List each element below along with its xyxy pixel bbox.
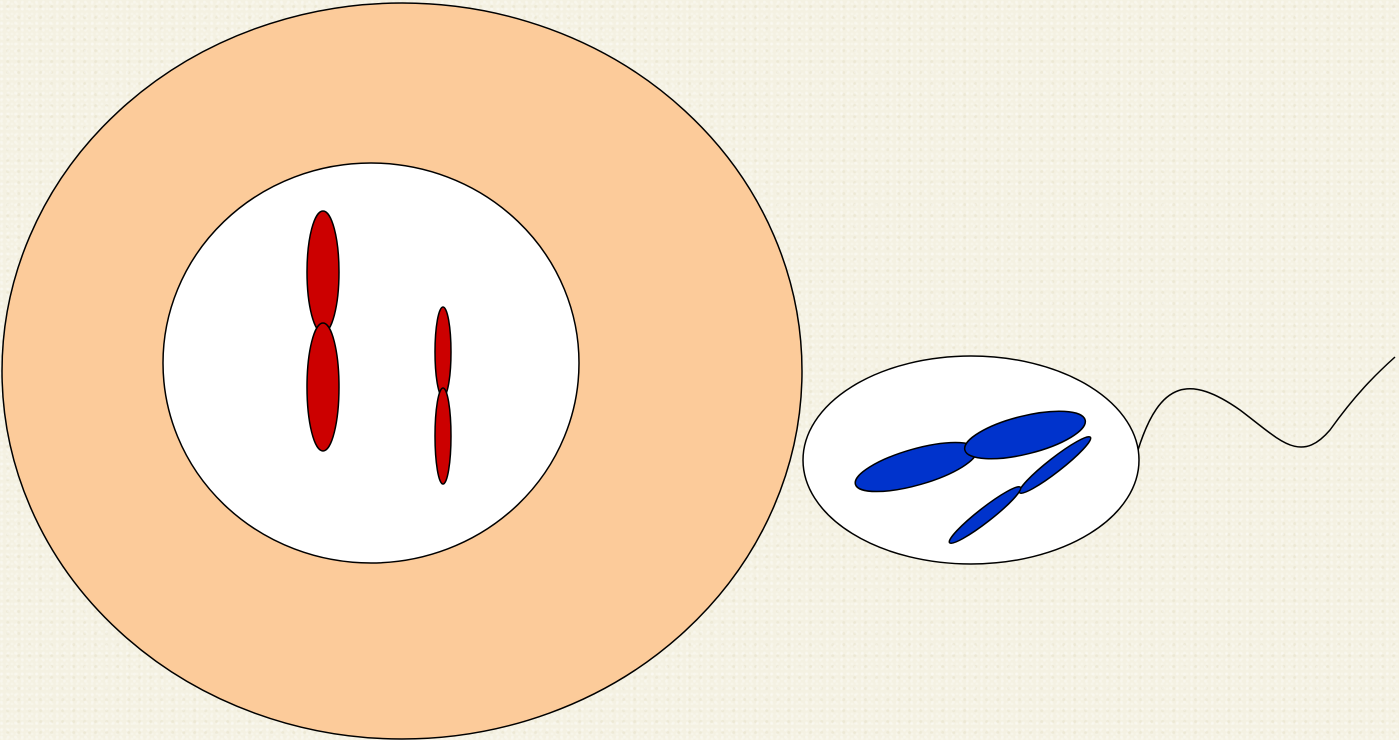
chromatid-arm (307, 323, 339, 451)
egg-nucleus (163, 163, 579, 563)
sperm-cell (803, 356, 1395, 564)
sperm-flagellum (1138, 357, 1395, 450)
chromatid-arm (307, 211, 339, 333)
chromatid-arm (435, 307, 451, 397)
egg-cell (2, 3, 802, 739)
chromatid-arm (435, 388, 451, 484)
